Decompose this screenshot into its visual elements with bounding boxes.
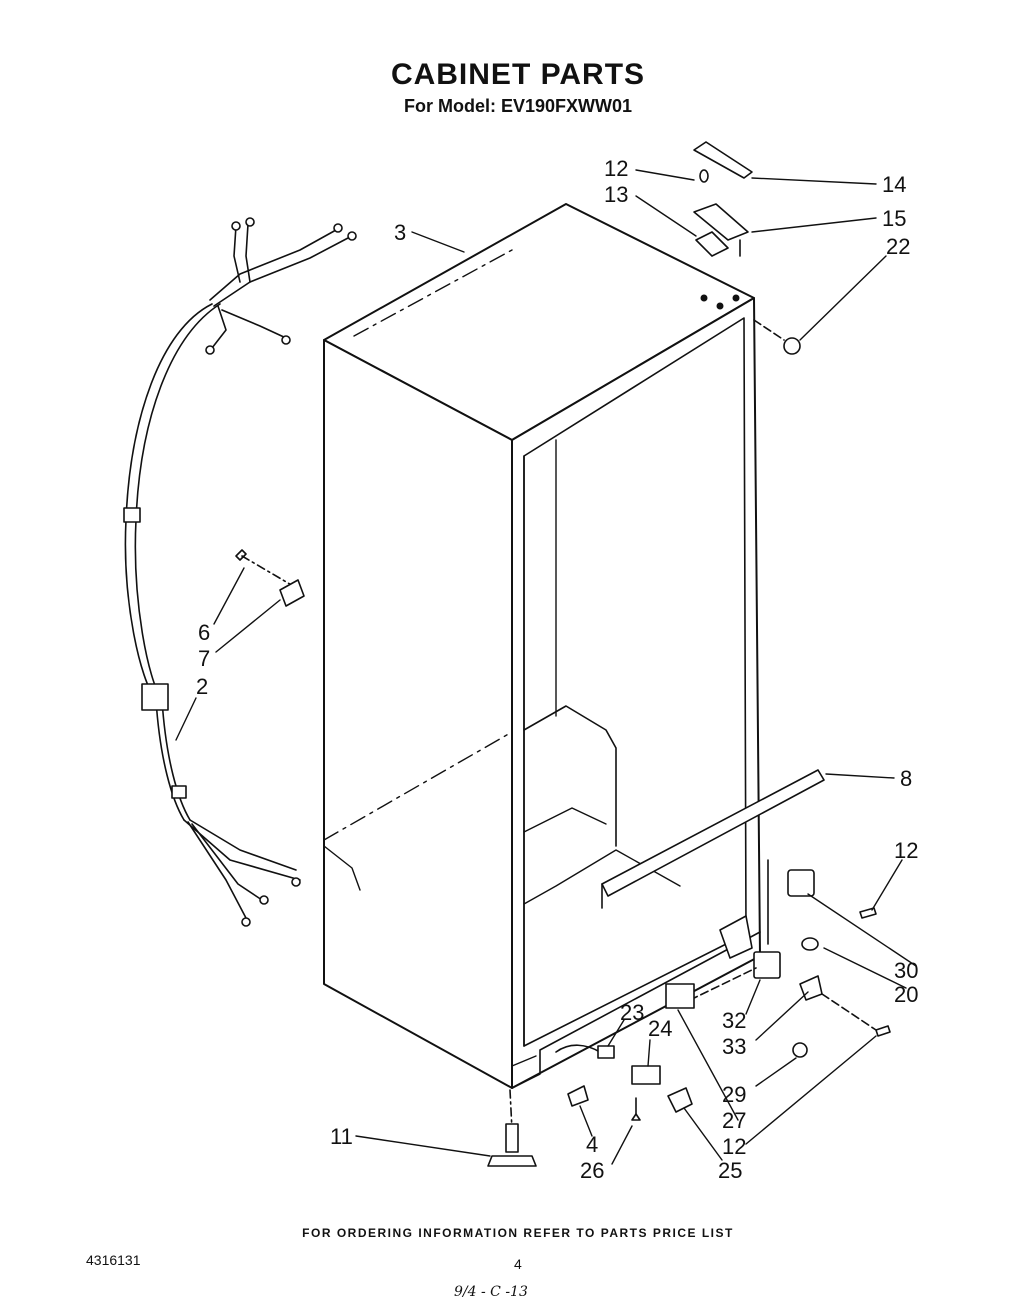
callout-6: 6: [198, 620, 210, 645]
wiring-harness: [123, 217, 357, 927]
page-number: 4: [514, 1256, 522, 1272]
callout-14: 14: [882, 172, 906, 197]
callout-13: 13: [604, 182, 628, 207]
callout-30: 30: [894, 958, 918, 983]
side-screw-and-clip: [235, 549, 305, 607]
callout-8: 8: [900, 766, 912, 791]
callout-2: 2: [196, 674, 208, 699]
callout-7: 7: [198, 646, 210, 671]
callout-27: 27: [722, 1108, 746, 1133]
callout-12c: 12: [722, 1134, 746, 1159]
bottom-parts: [487, 983, 695, 1167]
callout-29: 29: [722, 1082, 746, 1107]
handwritten-note: 9/4 - C -13: [454, 1284, 528, 1300]
callout-26: 26: [580, 1158, 604, 1183]
callout-32: 32: [722, 1008, 746, 1033]
toe-grille-bar: [601, 769, 825, 909]
callout-20: 20: [894, 982, 918, 1007]
document-number: 4316131: [86, 1252, 141, 1268]
page-title: CABINET PARTS: [390, 58, 646, 91]
callout-33: 33: [722, 1034, 746, 1059]
callout-12b: 12: [894, 838, 918, 863]
callout-25: 25: [718, 1158, 742, 1183]
callout-11: 11: [330, 1124, 353, 1149]
callout-22: 22: [886, 234, 910, 259]
lower-hinge-parts: [689, 859, 891, 1058]
leader-lines: [175, 169, 917, 1165]
callout-15: 15: [882, 206, 906, 231]
top-hinge-parts: [693, 141, 801, 355]
model-subtitle: For Model: EV190FXWW01: [403, 96, 633, 116]
callout-3: 3: [394, 220, 406, 245]
callout-4: 4: [586, 1132, 598, 1157]
callout-12: 12: [604, 156, 628, 181]
cabinet-body: [323, 203, 761, 1089]
callout-23: 23: [620, 1000, 644, 1025]
ordering-note: FOR ORDERING INFORMATION REFER TO PARTS …: [302, 1226, 734, 1240]
callout-24: 24: [648, 1016, 672, 1041]
